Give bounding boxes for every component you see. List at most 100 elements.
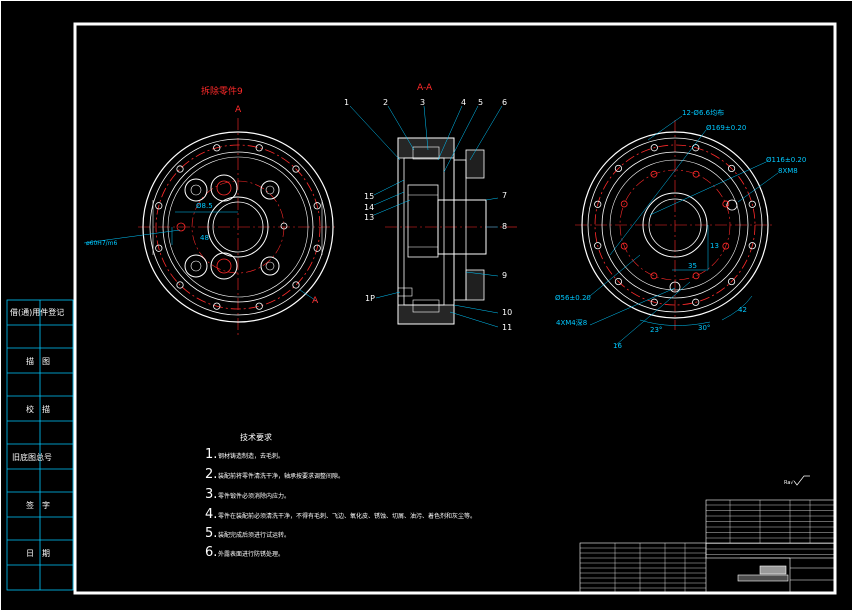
left-dim-fit: ø60H7/m6: [86, 240, 118, 247]
side-label-old-number: 旧底图总号: [12, 452, 52, 462]
bolt-hole: [213, 302, 221, 310]
section-marker-bottom: A: [312, 296, 319, 306]
bolt-hole: [155, 202, 163, 210]
right-inner-holes: [620, 170, 730, 280]
left-dim-d85: Ø8.5: [196, 202, 213, 210]
part-number: 5: [478, 98, 483, 107]
tapped-hole: [692, 272, 700, 280]
note-text: 外露表面进行防锈处理。: [218, 550, 284, 558]
dim-angle-23: 23°: [650, 326, 662, 334]
part-number: 1P: [365, 294, 375, 303]
tapped-hole: [620, 200, 628, 208]
bolt-hole: [748, 200, 756, 208]
bolt-hole: [313, 202, 321, 210]
section-view: [385, 137, 520, 325]
bolt-hole: [292, 281, 300, 289]
part-number: 15: [364, 192, 374, 201]
dim-35: 35: [688, 262, 697, 270]
part-number: 6: [502, 98, 507, 107]
bolt-hole: [594, 242, 602, 250]
side-label-sign: 签 字: [26, 500, 50, 510]
bolt-hole: [614, 277, 623, 286]
dim-thread2: 4XM4深8: [556, 318, 587, 327]
section-leaders: [349, 105, 503, 328]
bolt-hole: [748, 242, 756, 250]
note-number: 1.: [205, 447, 217, 462]
section-marker-top: A: [235, 105, 242, 115]
right-dim-lines: [584, 115, 779, 346]
tapped-hole: [650, 170, 658, 178]
note-text: 零件锻件必须消除内应力。: [218, 492, 290, 500]
dim-holes: 12-Ø6.6均布: [682, 108, 724, 117]
note-text: 钢材铸造制造，去毛刺。: [218, 452, 284, 460]
note-number: 3.: [205, 487, 217, 502]
roughness-symbol: Ra√: [784, 475, 810, 486]
part-number: 13: [364, 213, 374, 222]
right-bolt-circle: [594, 144, 756, 306]
note-text: 装配完成后须进行试运转。: [218, 531, 290, 539]
bolt-hole: [650, 144, 658, 152]
technical-notes: 技术要求 1. 钢材铸造制造，去毛刺。 2. 装配前将零件清洗干净，轴承按要求调…: [205, 432, 476, 560]
section-part-numbers: 1 2 3 4 5 6 7 8 9 10 11 13 14 15 1P: [344, 98, 512, 332]
note-text: 零件在装配前必须清洗干净，不得有毛刺、飞边、氧化皮、锈蚀、切屑、油污、着色剂和灰…: [218, 512, 476, 520]
part-number: 9: [502, 271, 507, 280]
section-title: A-A: [417, 83, 433, 93]
roughness-text: Ra√: [784, 480, 794, 486]
bolt-hole: [727, 164, 736, 173]
bolt-hole: [692, 298, 700, 306]
part-number: 8: [502, 222, 507, 231]
tapped-hole: [620, 242, 628, 250]
part-number: 11: [502, 323, 512, 332]
note-text: 装配前将零件清洗干净，轴承按要求调整间隙。: [218, 472, 344, 480]
right-dimensions: 12-Ø6.6均布 Ø169±0.20 Ø116±0.20 8XM8 Ø56±0…: [555, 108, 806, 350]
note-number: 2.: [205, 467, 217, 482]
tapped-hole: [722, 242, 730, 250]
side-label-trace: 描 图: [26, 356, 50, 366]
bolt-hole: [176, 281, 184, 289]
dim-angle-30: 30°: [698, 324, 710, 332]
dim-thread: 8XM8: [778, 167, 798, 175]
title-block: [579, 499, 835, 594]
dim-outer: Ø169±0.20: [706, 124, 746, 132]
note-number: 6.: [205, 545, 217, 560]
title-block-rows: [580, 500, 834, 593]
tech-notes-title: 技术要求: [240, 432, 272, 442]
bolt-hole: [614, 164, 623, 173]
bolt-hole: [292, 165, 300, 173]
bolt-hole: [594, 200, 602, 208]
left-dim-48: 48: [200, 234, 209, 242]
part-number: 3: [420, 98, 425, 107]
left-bolt-circle: [155, 144, 321, 310]
dim-13: 13: [710, 242, 719, 250]
tapped-hole: [722, 200, 730, 208]
dim-16: 16: [613, 342, 622, 350]
left-dim-lines: [83, 211, 319, 303]
side-table: [6, 299, 74, 591]
bolt-hole: [650, 298, 658, 306]
side-label-date: 日 期: [26, 549, 50, 558]
part-number: 14: [364, 203, 374, 212]
note-number: 5.: [205, 526, 217, 541]
bolt-hole: [213, 144, 221, 152]
bolt-hole: [176, 165, 184, 173]
part-number: 4: [461, 98, 466, 107]
dim-mid: Ø116±0.20: [766, 156, 806, 164]
left-view-title: 拆除零件9: [201, 85, 243, 97]
bolt-hole: [727, 277, 736, 286]
side-label-register: 借(通)用件登记: [10, 307, 64, 317]
dim-inner: Ø56±0.20: [555, 294, 591, 302]
bolt-hole: [155, 244, 163, 252]
part-number: 10: [502, 308, 512, 317]
tapped-hole: [692, 170, 700, 178]
bolt-hole: [313, 244, 321, 252]
note-number: 4.: [205, 507, 217, 522]
part-number: 1: [344, 98, 349, 107]
bolt-hole: [255, 302, 263, 310]
tapped-hole: [650, 272, 658, 280]
right-end-view: [575, 120, 775, 330]
side-label-check: 校 描: [26, 404, 50, 414]
dim-42: 42: [738, 306, 747, 314]
bolt-hole: [255, 144, 263, 152]
part-number: 2: [383, 98, 388, 107]
left-end-view: [138, 118, 338, 335]
